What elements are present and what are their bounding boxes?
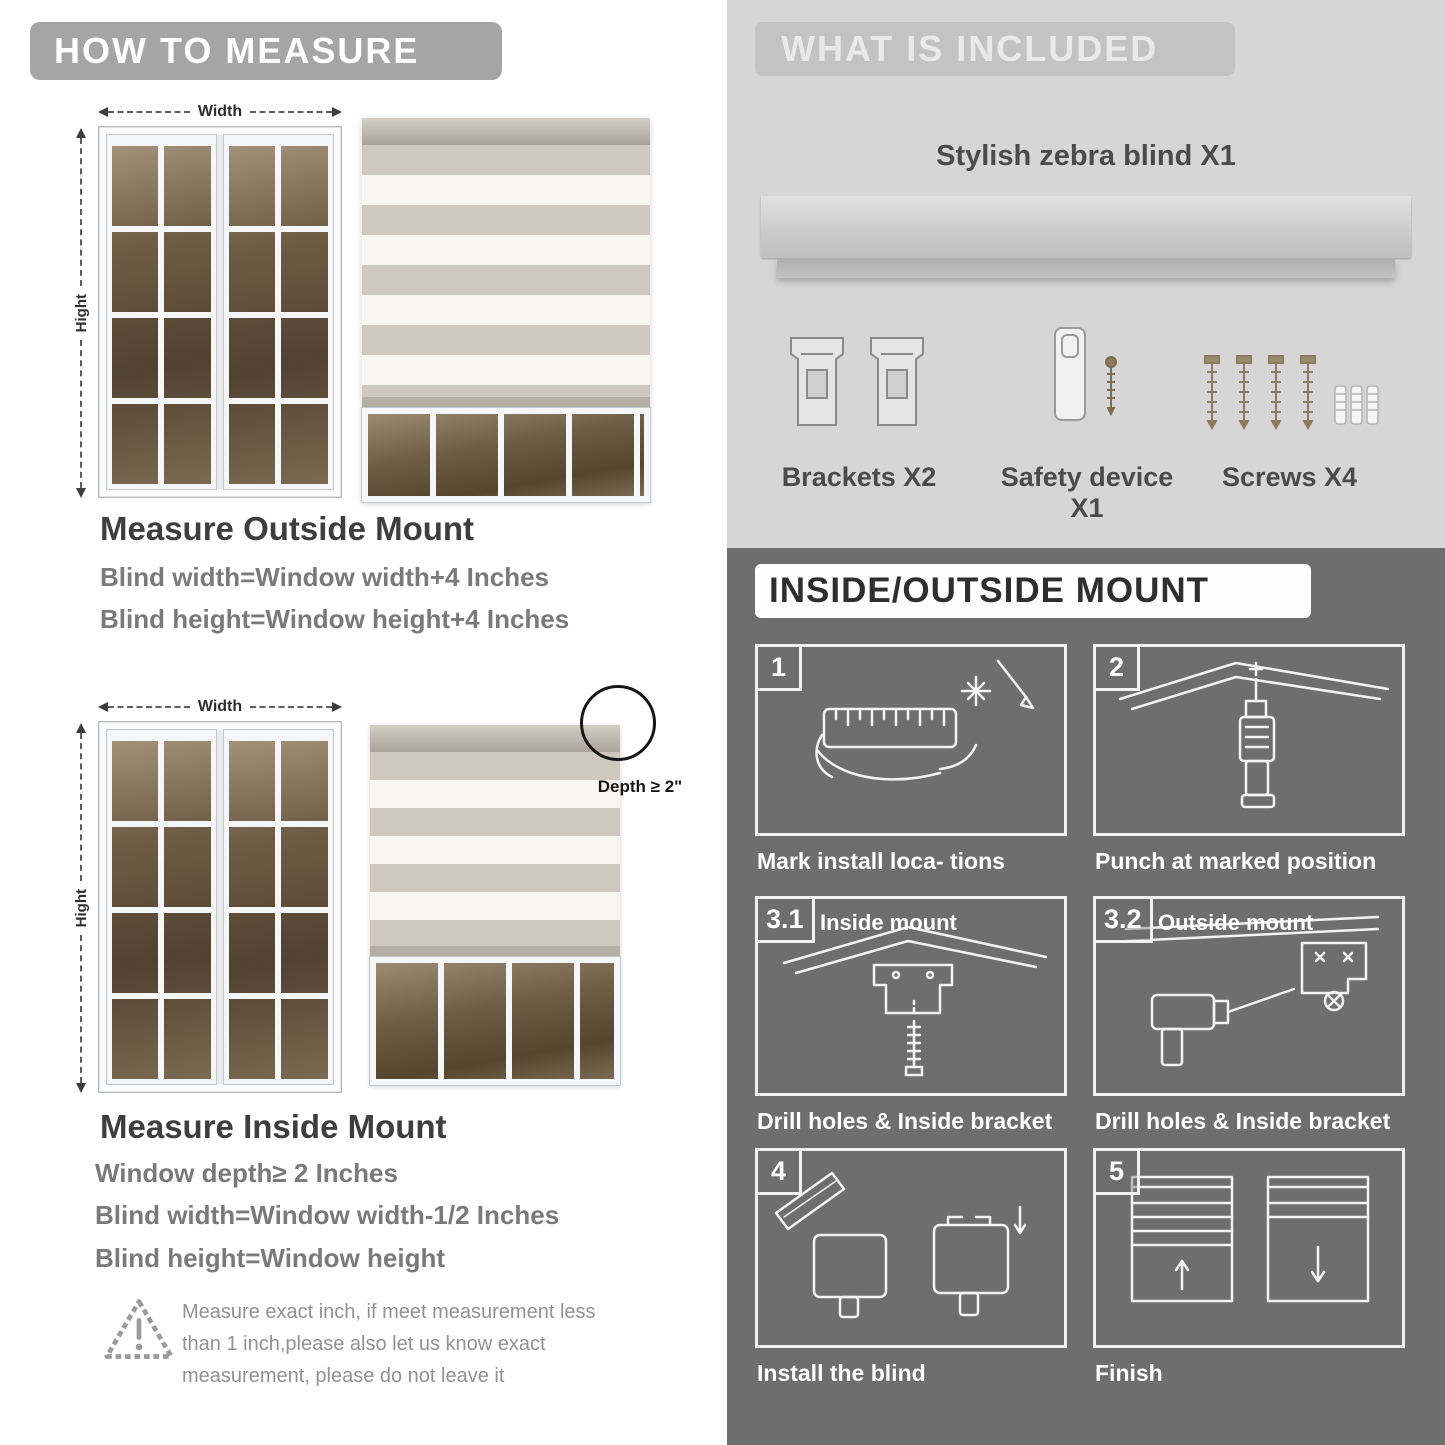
inside-mount-title: Measure Inside Mount [100,1108,447,1145]
arrowhead-up-icon [76,128,86,138]
arrowhead-up-icon [76,723,86,733]
inside-mount-figure: Width Hight [70,685,690,1100]
step3-2-illustration-outside-bracket [1124,915,1380,1067]
inside-depth-formula: Window depth≥ 2 Inches [95,1158,398,1188]
step1-caption: Mark install loca- tions [757,848,1005,874]
blind-item-label: Stylish zebra blind X1 [936,140,1236,172]
blind-headrail [362,118,650,145]
blind-headrail [370,725,620,752]
window-under-blind [369,956,621,1086]
outside-height-formula: Blind height=Window height+4 Inches [100,604,570,634]
outside-blind-illustration [361,118,651,503]
inside-width-formula: Blind width=Window width-1/2 Inches [95,1200,560,1230]
how-to-measure-title: HOW TO MEASURE [54,30,420,71]
height-arrow: Hight [70,128,92,499]
height-arrow: Hight [70,723,92,1094]
step-panel-4: 4 [755,1148,1067,1348]
mount-instructions-title: INSIDE/OUTSIDE MOUNT [769,571,1210,610]
arrowhead-down-icon [76,488,86,499]
step3-1-title: Inside mount [820,910,957,935]
inside-height-formula: Blind height=Window height [95,1243,445,1273]
mount-instructions-section: INSIDE/OUTSIDE MOUNT 1 Mark install loca… [727,548,1445,1445]
headrail-lip-illustration [777,258,1395,278]
window-door-left [106,729,217,1085]
window-under-blind [361,407,651,503]
depth-callout-circle [580,685,656,761]
width-arrow-label: Width [197,698,243,715]
width-arrow: Width [98,697,342,717]
arrowhead-right-icon [332,702,342,712]
warning-triangle-icon [104,1299,174,1359]
width-arrow-label: Width [197,103,243,120]
what-is-included-section: WHAT IS INCLUDED Stylish zebra blind X1 [727,0,1445,548]
inside-blind-illustration [369,725,621,1086]
step3-1-caption: Drill holes & Inside bracket [757,1108,1053,1134]
step3-2-caption: Drill holes & Inside bracket [1095,1108,1391,1134]
what-is-included-banner: WHAT IS INCLUDED [755,22,1235,76]
blind-bottomrail [362,397,650,408]
depth-label: Depth ≥ 2" [597,777,683,796]
arrowhead-left-icon [98,702,108,712]
step-number: 3.2 [1096,899,1153,943]
height-arrow-label: Hight [72,293,90,333]
arrowhead-left-icon [98,107,108,117]
arrowhead-right-icon [332,107,342,117]
screws-icon [1204,355,1379,431]
outside-mount-figure: Width Hight [70,100,670,505]
window-illustration [98,721,342,1093]
outside-width-formula: Blind width=Window width+4 Inches [100,562,549,592]
window-illustration [98,126,342,498]
safety-device-label: Safety device X1 [1000,462,1174,523]
headrail-illustration [761,196,1411,258]
step-panel-5: 5 [1093,1148,1405,1348]
step-number: 2 [1096,647,1140,691]
step-number: 1 [758,647,802,691]
measurement-warning-text: Measure exact inch, if meet measurement … [182,1301,596,1387]
height-arrow-label: Hight [72,888,90,928]
screws-label: Screws X4 [1221,462,1358,492]
step4-illustration-install-blind [774,1171,1027,1319]
window-door-left [106,134,217,490]
width-arrow: Width [98,102,342,122]
step2-illustration-drill [1118,661,1390,809]
mount-instructions-banner: INSIDE/OUTSIDE MOUNT [755,564,1311,618]
step2-caption: Punch at marked position [1095,848,1377,874]
safety-device-icon [1054,327,1117,421]
step3-1-illustration-inside-bracket [782,925,1048,1077]
step1-illustration-mark-locations [815,659,1035,781]
zebra-stripes [370,752,620,946]
step-panel-3-1: 3.1 Inside mount [755,896,1067,1096]
step-panel-3-2: 3.2 Outside mount [1093,896,1405,1096]
step-panel-1: 1 [755,644,1067,836]
step4-caption: Install the blind [757,1360,926,1386]
how-to-measure-banner: HOW TO MEASURE [30,22,502,80]
step-number: 4 [758,1151,802,1195]
brackets-icon [790,337,924,426]
step-panel-2: 2 [1093,644,1405,836]
blind-bottomrail [370,946,620,957]
step-number: 5 [1096,1151,1140,1195]
window-door-right [223,134,334,490]
what-is-included-title: WHAT IS INCLUDED [781,28,1159,69]
window-door-right [223,729,334,1085]
arrowhead-down-icon [76,1083,86,1094]
step5-illustration-finish [1130,1175,1370,1303]
step-number: 3.1 [758,899,815,943]
zebra-stripes [362,145,650,397]
step5-caption: Finish [1095,1360,1163,1386]
step3-2-title: Outside mount [1158,910,1314,935]
brackets-label: Brackets X2 [781,462,937,492]
outside-mount-title: Measure Outside Mount [100,510,475,547]
